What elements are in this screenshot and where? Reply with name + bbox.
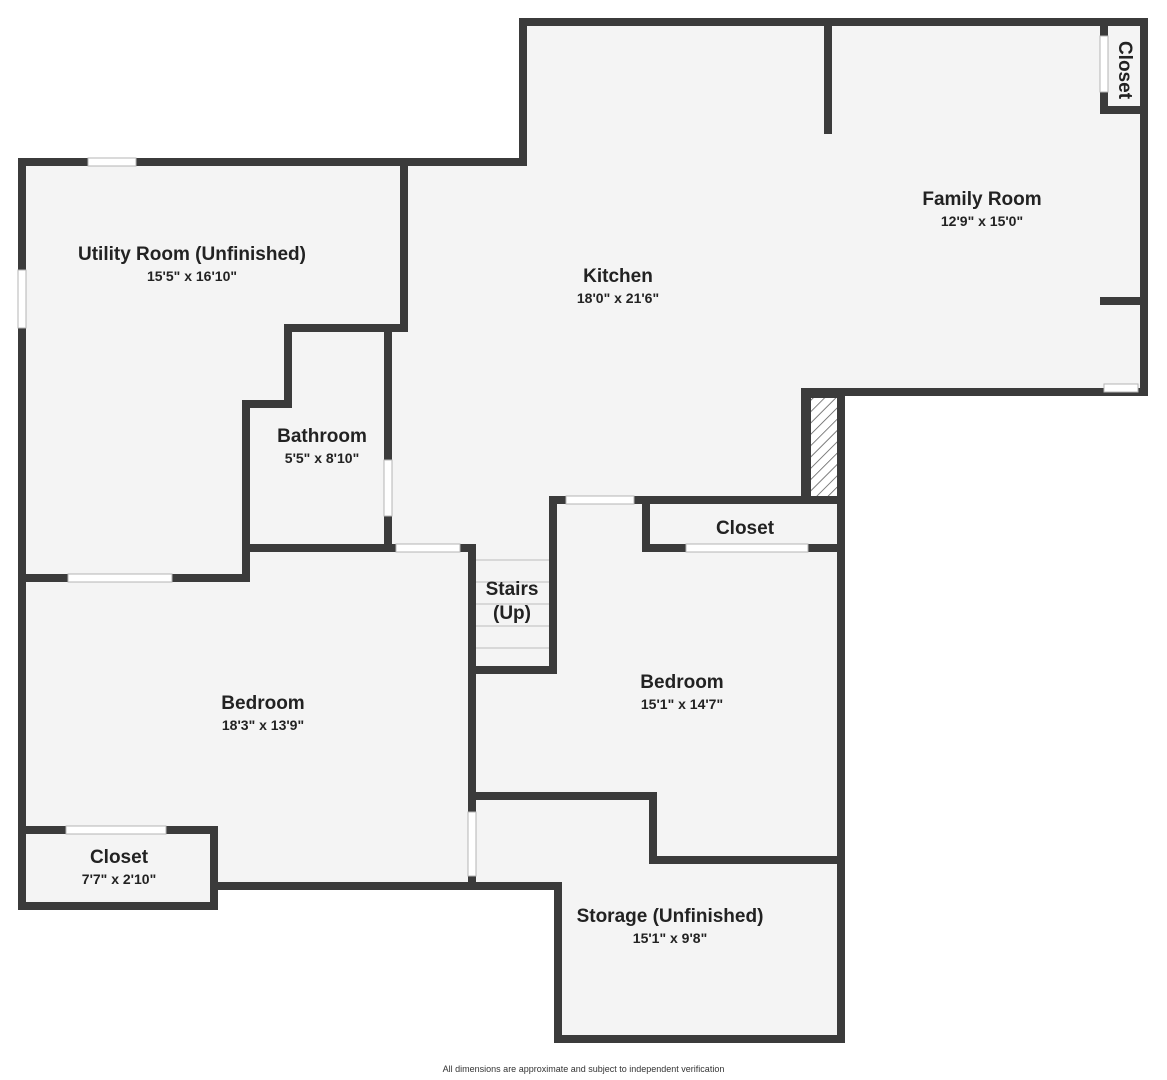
openings	[17, 35, 1139, 877]
door-opening	[685, 543, 809, 553]
bedroom-left-floor	[22, 548, 472, 886]
storage-name: Storage (Unfinished)	[577, 906, 764, 927]
storage-floor	[472, 796, 843, 1039]
exterior-wall-right	[18, 388, 845, 1043]
door-opening	[67, 573, 173, 583]
door-opening	[395, 543, 461, 553]
family-room-dims: 12'9" x 15'0"	[941, 213, 1023, 229]
closet-family-name: Closet	[1114, 41, 1135, 100]
room-labels: Utility Room (Unfinished) 15'5" x 16'10"…	[78, 41, 1135, 946]
bedroom-right-name: Bedroom	[640, 672, 723, 693]
bathroom-dims: 5'5" x 8'10"	[285, 450, 359, 466]
closet-bottom-left-dims: 7'7" x 2'10"	[82, 871, 156, 887]
stairs-label-line2: (Up)	[493, 603, 531, 624]
door-opening	[565, 495, 635, 505]
stairs-floor	[472, 548, 553, 670]
bedroom-left-dims: 18'3" x 13'9"	[222, 717, 304, 733]
door-opening	[383, 459, 393, 517]
stairs-label-line1: Stairs	[486, 579, 539, 600]
door-opening	[1099, 35, 1109, 93]
floor-fills	[22, 22, 1144, 1039]
kitchen-name: Kitchen	[583, 266, 653, 287]
window	[1103, 383, 1139, 393]
bedroom-left-name: Bedroom	[221, 693, 304, 714]
bedroom-right-dims: 15'1" x 14'7"	[641, 696, 723, 712]
window	[87, 157, 137, 167]
disclaimer-text: All dimensions are approximate and subje…	[442, 1064, 725, 1074]
closet-bottom-left-name: Closet	[90, 847, 149, 868]
storage-dims: 15'1" x 9'8"	[633, 930, 707, 946]
bedroom-right-floor	[472, 500, 841, 860]
door-opening	[467, 811, 477, 877]
stairs-treads	[476, 559, 549, 649]
door-opening	[65, 825, 167, 835]
family-room-name: Family Room	[922, 189, 1041, 210]
kitchen-dims: 18'0" x 21'6"	[577, 290, 659, 306]
hatched-column	[807, 394, 843, 500]
utility-room-floor	[22, 162, 404, 578]
closet-bottom-left-floor	[22, 830, 214, 906]
bathroom-floor	[246, 328, 388, 548]
closet-bedroom-right-name: Closet	[716, 518, 775, 539]
utility-room-name: Utility Room (Unfinished)	[78, 244, 306, 265]
kitchen-family-floor	[388, 22, 1144, 548]
window	[17, 269, 27, 329]
bathroom-name: Bathroom	[277, 426, 367, 447]
utility-room-dims: 15'5" x 16'10"	[147, 268, 237, 284]
